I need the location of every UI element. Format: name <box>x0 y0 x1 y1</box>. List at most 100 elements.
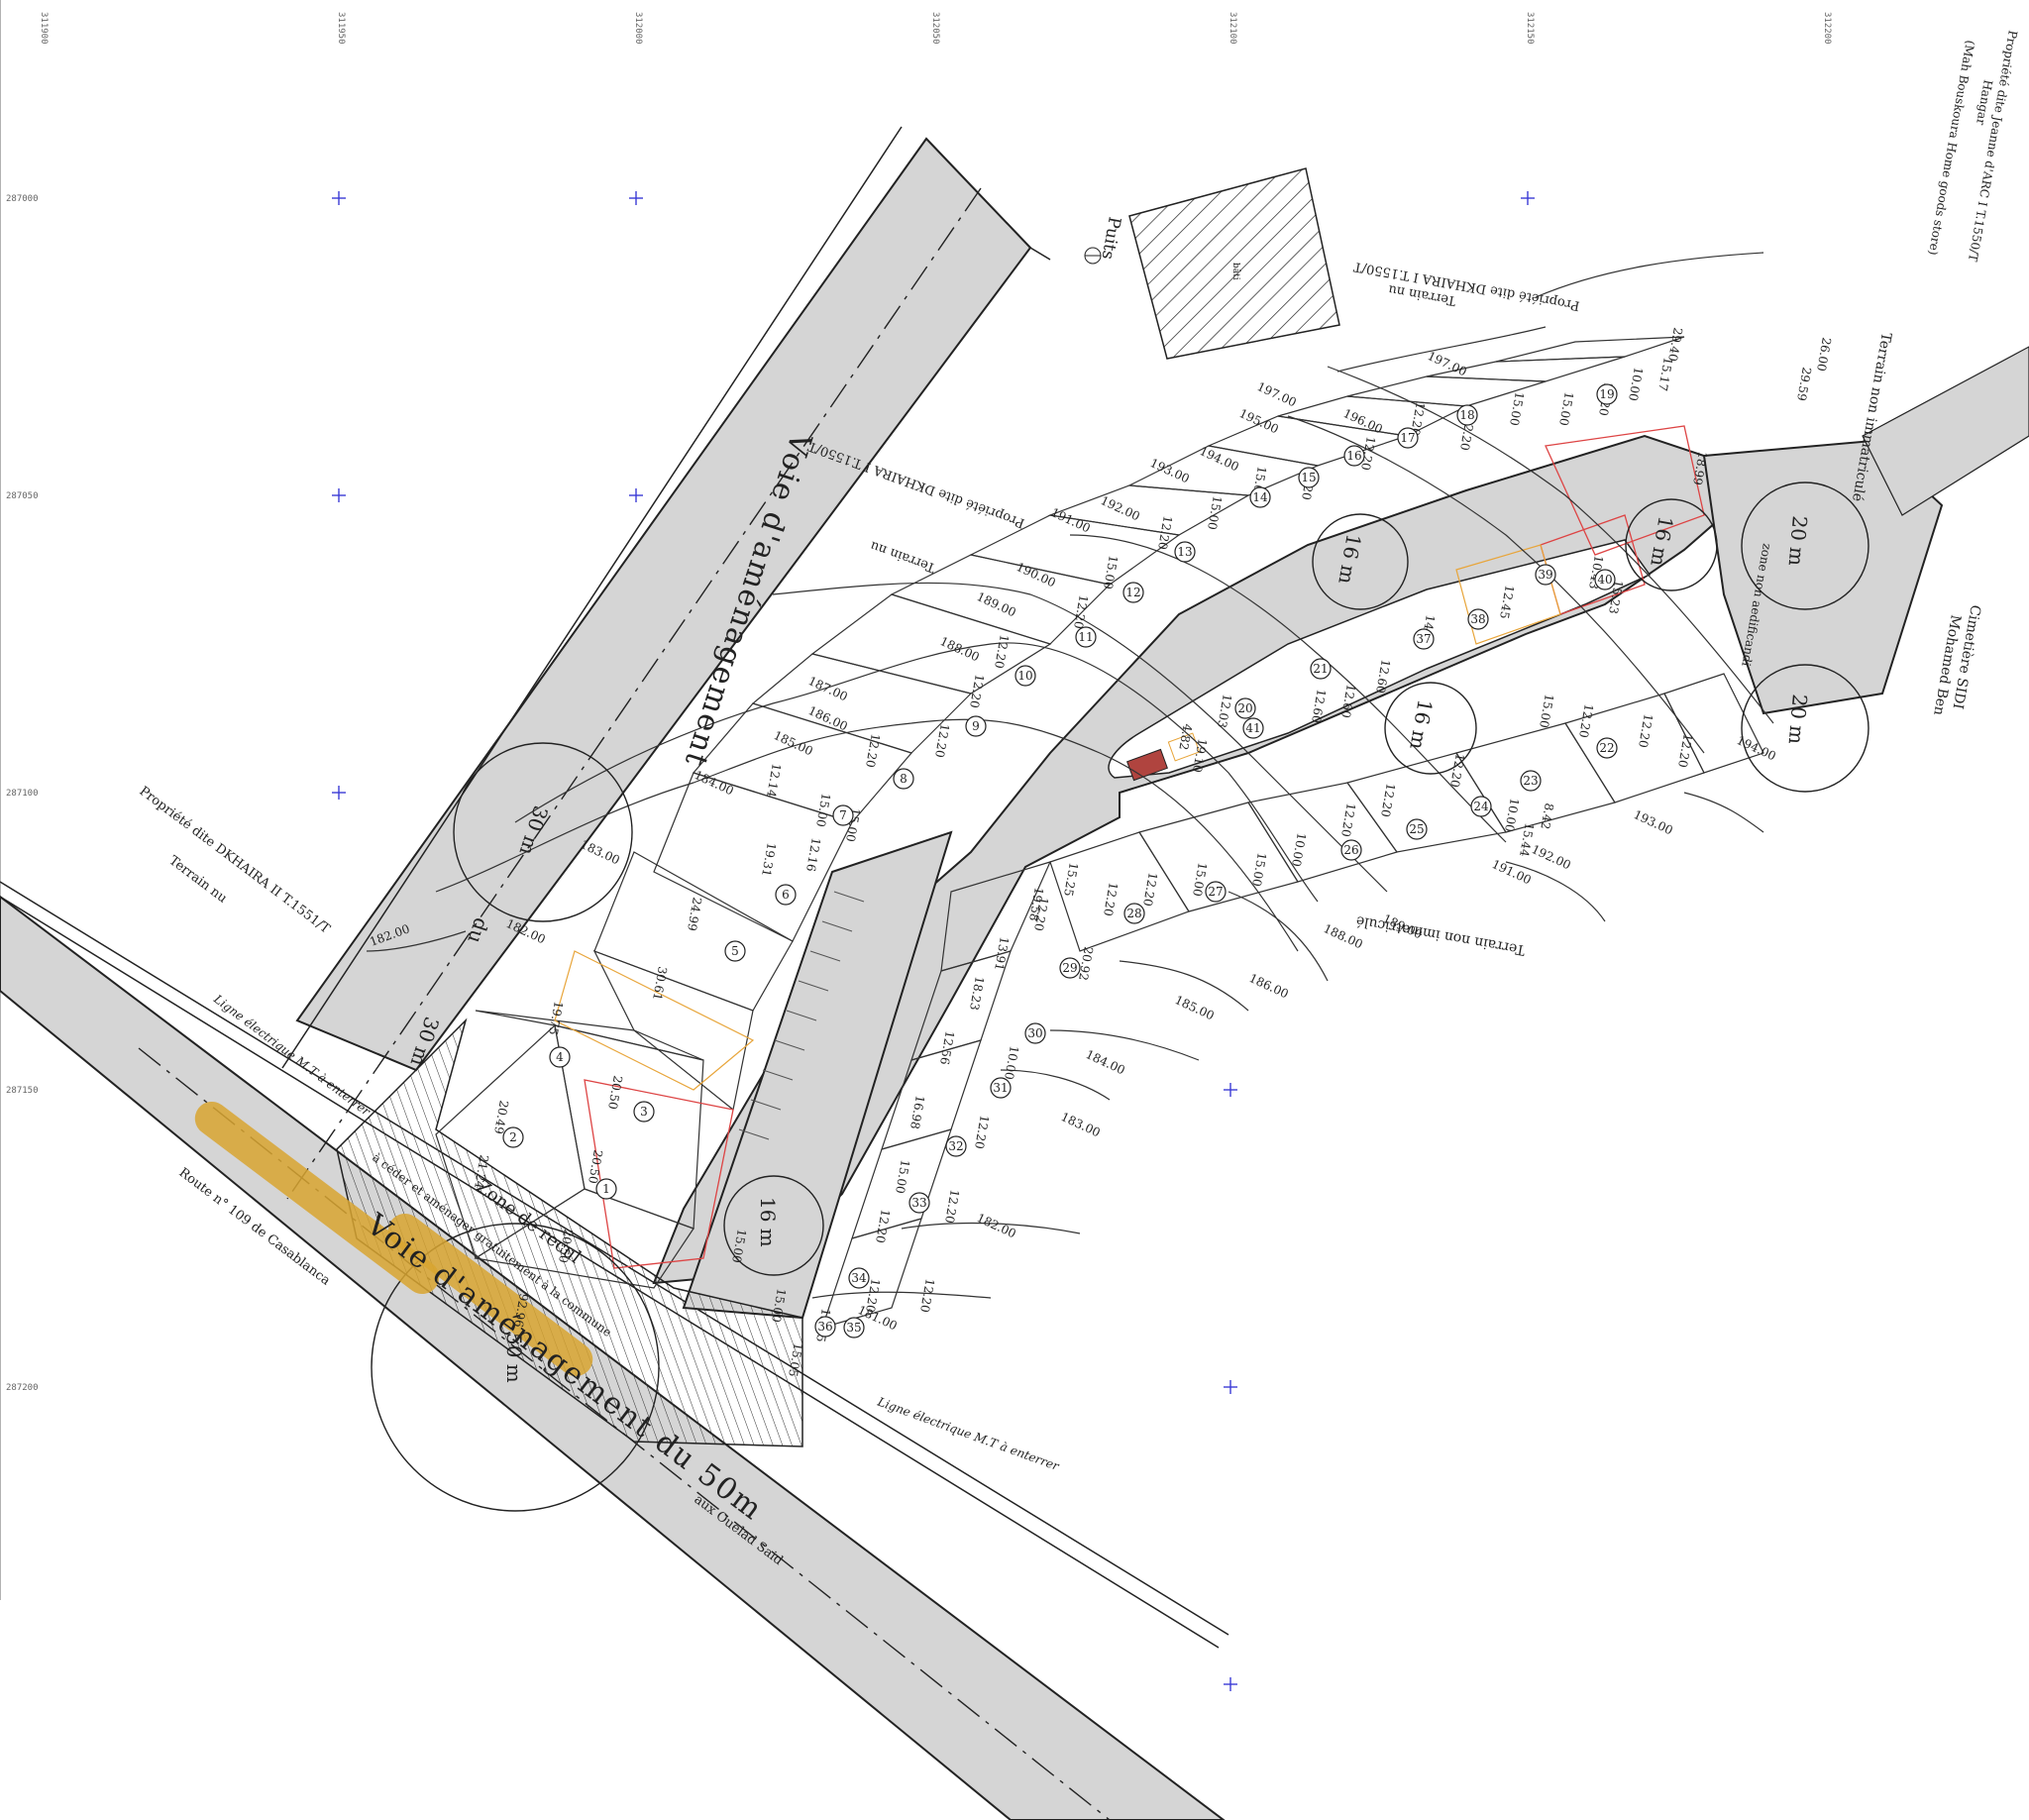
lot-number-text: 21 <box>1313 662 1328 676</box>
elevation-label: 187.00 <box>806 674 850 703</box>
lot-number-circle <box>1596 737 1618 759</box>
dimension-label: 12.45 <box>1497 584 1517 619</box>
lot-number-marker: 5 <box>724 940 746 962</box>
parking-strip <box>738 891 865 1140</box>
dimension-label: 12.20 <box>863 1277 883 1313</box>
dimension-label: 12.60 <box>1338 683 1358 718</box>
lot-number-circle <box>990 1077 1012 1099</box>
lot-number-circle <box>1470 796 1492 817</box>
dimension-label: 20.49 <box>491 1099 511 1134</box>
lot-number-marker: 32 <box>945 1135 967 1157</box>
lot-number-marker: 10 <box>1014 665 1036 687</box>
lot-number-circle <box>549 1046 571 1068</box>
dimension-label: 12.20 <box>1155 514 1175 550</box>
dimension-label: 12.20 <box>1636 712 1655 748</box>
small-orange-building <box>1167 732 1201 762</box>
lot-number-circle <box>945 1135 967 1157</box>
dimension-label: 15.00 <box>769 1287 789 1323</box>
orange-lot-outline <box>554 950 755 1091</box>
dimension-label: 12.20 <box>1031 896 1051 931</box>
lot-number-circle <box>814 1316 836 1338</box>
label-dkhaira-i-left-terrain: Terrain nu <box>868 538 937 576</box>
dimension-label: 20.50 <box>556 1228 576 1263</box>
lot-number-text: 37 <box>1416 632 1431 646</box>
lot-number-text: 29 <box>1062 961 1077 975</box>
lot-number-circle <box>1596 383 1618 405</box>
lot-number-circle <box>595 1178 617 1200</box>
lot-number-circle <box>1024 1022 1046 1044</box>
circle-16m <box>1312 513 1409 610</box>
label-dkhaira-i: Propriété dite DKHAIRA I T.1550/T <box>1352 259 1581 313</box>
lot-number-text: 2 <box>509 1130 517 1144</box>
lot-number-text: 17 <box>1400 431 1415 445</box>
dimension-label: 15.00 <box>1205 494 1225 530</box>
lot-number-text: 38 <box>1470 612 1485 626</box>
lot-number-marker: 28 <box>1123 903 1145 924</box>
grid-y-label: 287200 <box>6 1383 39 1393</box>
label-dkhaira-ii-terrain: Terrain nu <box>166 853 230 906</box>
lot-number-marker: 7 <box>832 804 854 826</box>
dimension-label: 10.00 <box>1002 1044 1021 1080</box>
dimension-label: 12.20 <box>1358 435 1378 471</box>
dimension-label: 24.99 <box>685 896 704 931</box>
lot-number-marker: 12 <box>1122 582 1144 603</box>
road-20m-extension <box>1862 346 2029 516</box>
lot-number-text: 36 <box>817 1320 832 1334</box>
dimension-label: 30.61 <box>650 965 670 1001</box>
lot-number-text: 14 <box>1252 490 1268 504</box>
lot-number-circle <box>832 804 854 826</box>
dimension-label: 13.91 <box>992 935 1012 971</box>
lot-number-text: 9 <box>972 719 980 733</box>
voie-30-edge-right <box>1029 247 1051 261</box>
lot-outline <box>1663 673 1764 774</box>
label-puits: Puits <box>1098 215 1124 261</box>
dimension-label: 26.00 <box>1814 336 1834 372</box>
lot-number-text: 28 <box>1126 907 1141 920</box>
lot-number-circle <box>1413 628 1435 650</box>
elevation-label: 184.00 <box>1084 1047 1127 1077</box>
lot-number-circle <box>965 715 987 737</box>
label-20m: 20 m <box>1784 515 1812 568</box>
lot-number-circle <box>1014 665 1036 687</box>
lot-number-text: 5 <box>731 944 739 958</box>
circle-20m <box>1741 664 1869 793</box>
dimension-label: 12.20 <box>1457 415 1477 451</box>
lot-number-circle <box>1059 957 1081 979</box>
dimension-label: 15.00 <box>1190 861 1210 897</box>
elevation-label: 193.00 <box>1632 807 1675 837</box>
lot-number-circle <box>1456 404 1478 426</box>
lot-number-circle <box>1122 582 1144 603</box>
dimension-label: 12.20 <box>1338 802 1358 837</box>
dimension-label: 12.20 <box>1140 871 1160 907</box>
lot-number-circle <box>1123 903 1145 924</box>
elevation-label: 195.00 <box>1237 406 1281 436</box>
lot-number-marker: 41 <box>1242 717 1264 739</box>
dimension-label: 4.82 <box>1176 722 1194 751</box>
dimension-label: 92.96 <box>511 1292 531 1328</box>
lot-number-marker: 8 <box>893 768 914 790</box>
lot-number-circle <box>848 1267 870 1289</box>
lot-outline <box>474 1188 694 1289</box>
dimension-label: 15.00 <box>813 792 833 827</box>
dimension-label: 10.00 <box>1502 797 1522 832</box>
dimension-label: 12.20 <box>1378 782 1398 817</box>
lot-number-circle <box>1340 839 1362 861</box>
lot-number-circle <box>1397 427 1419 449</box>
lot-number-marker: 18 <box>1456 404 1478 426</box>
dimension-label: 12.20 <box>917 1277 937 1313</box>
label-20m: 20 m <box>1784 694 1812 746</box>
highlight-route-109 <box>194 1101 440 1295</box>
lot-number-circle <box>502 1126 524 1148</box>
circle-50m <box>371 1223 660 1512</box>
grid-labels-top: 311900 311950 312000 312050 312100 31215… <box>39 12 1832 45</box>
dimension-label: 12.20 <box>1675 732 1695 768</box>
grid-x-label: 312200 <box>1822 12 1832 45</box>
lot-outline <box>1495 336 1685 363</box>
dimension-label: 15.00 <box>893 1158 912 1194</box>
lot-number-circle <box>1205 881 1227 903</box>
grid-y-label: 287100 <box>6 789 39 799</box>
elevation-label: 183.00 <box>579 837 622 867</box>
lot-number-text: 1 <box>602 1182 610 1196</box>
label-16m: 16 m <box>1405 697 1437 751</box>
lot-number-text: 7 <box>839 808 847 822</box>
